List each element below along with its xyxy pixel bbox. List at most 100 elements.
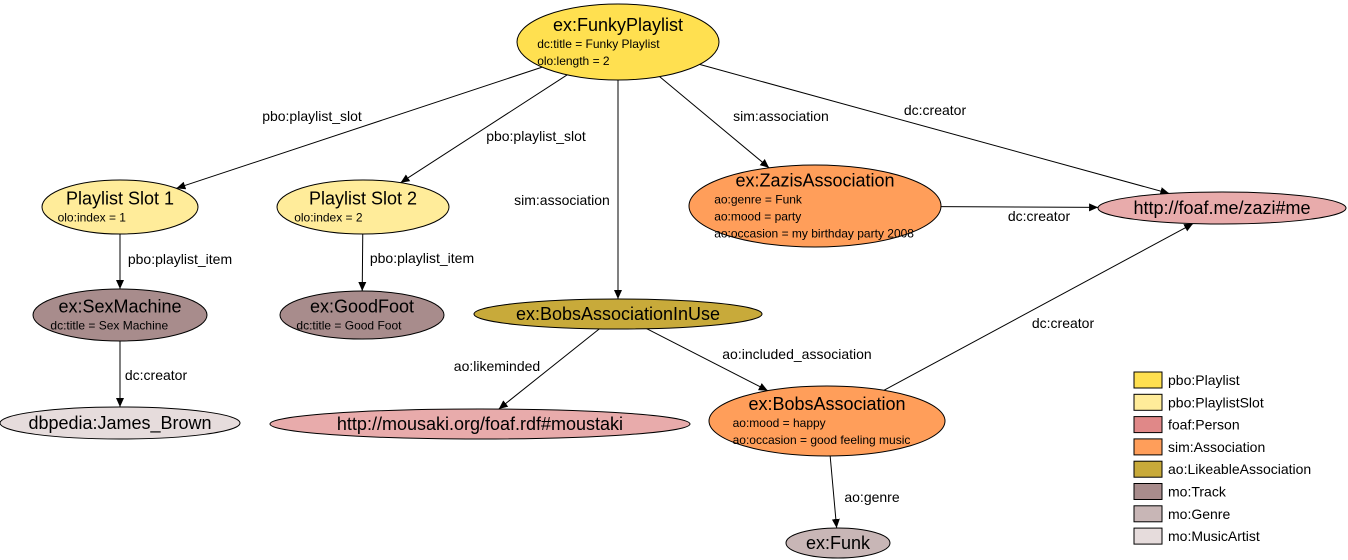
node-bobsinuse: ex:BobsAssociationInUse — [473, 298, 763, 330]
edge-arrow — [400, 74, 568, 184]
legend-swatch — [1133, 483, 1163, 500]
edge-label: ao:included_association — [722, 346, 871, 362]
edge-arrow — [699, 63, 1170, 195]
legend-item-foaf-person: foaf:Person — [1133, 416, 1240, 434]
edge-zazis-to-zazime: dc:creator — [940, 203, 1099, 224]
node-shape — [41, 179, 199, 235]
node-property: dc:title = Good Foot — [296, 319, 402, 333]
legend-label: ao:LikeableAssociation — [1168, 461, 1311, 477]
edge-label: dc:creator — [125, 367, 188, 383]
edge-arrow — [358, 233, 367, 292]
node-property: ao:occasion = my birthday party 2008 — [714, 227, 914, 241]
edge-arrow — [498, 328, 600, 410]
legend-item-ao-likeableassociation: ao:LikeableAssociation — [1133, 460, 1311, 478]
node-property: ao:occasion = good feeling music — [733, 433, 911, 447]
node-shape — [276, 179, 450, 235]
legend-label: mo:Track — [1168, 484, 1227, 500]
edge-label: sim:association — [514, 192, 610, 208]
edge-label: dc:creator — [904, 102, 967, 118]
node-title: ex:Funk — [806, 533, 871, 553]
edge-arrow — [940, 203, 1099, 212]
edge-slot2-to-goodfoot: pbo:playlist_item — [358, 233, 474, 292]
legend-item-pbo-playlist: pbo:Playlist — [1133, 371, 1240, 389]
node-shape — [279, 290, 445, 340]
edge-slot1-to-sexmachine: pbo:playlist_item — [116, 234, 232, 289]
node-bobs: ex:BobsAssociation ao:mood = happy ao:occa… — [708, 385, 946, 457]
node-property: olo:index = 1 — [58, 211, 127, 225]
edge-label: dc:creator — [1032, 315, 1095, 331]
legend-item-mo-musicartist: mo:MusicArtist — [1133, 527, 1260, 545]
edge-arrow — [883, 223, 1194, 391]
node-title: dbpedia:James_Brown — [28, 413, 211, 434]
edge-funky-to-bobsinuse: sim:association — [514, 80, 622, 299]
edge-bobsinuse-to-moustaki: ao:likeminded — [454, 328, 600, 410]
edge-bobsinuse-to-bobs: ao:included_association — [646, 328, 872, 392]
legend-item-pbo-playlistslot: pbo:PlaylistSlot — [1133, 393, 1264, 411]
legend-item-sim-association: sim:Association — [1133, 438, 1265, 456]
node-jamesbrown: dbpedia:James_Brown — [0, 406, 241, 440]
node-funk: ex:Funk — [785, 527, 891, 559]
node-shape — [785, 527, 891, 559]
node-property: dc:title = Funky Playlist — [537, 37, 660, 51]
node-shape — [516, 3, 720, 81]
edge-label: dc:creator — [1008, 208, 1071, 224]
legend-swatch — [1133, 393, 1163, 411]
legend-swatch — [1133, 371, 1163, 389]
node-title: ex:SexMachine — [58, 297, 181, 317]
legend-label: foaf:Person — [1168, 417, 1240, 433]
legend-item-mo-genre: mo:Genre — [1133, 505, 1230, 523]
edge-label: ao:likeminded — [454, 358, 540, 374]
edge-arrow — [176, 66, 543, 190]
node-property: ao:mood = party — [714, 210, 801, 224]
edge-bobs-to-funk: ao:genre — [829, 455, 900, 529]
legend-swatch — [1133, 527, 1163, 545]
node-property: olo:index = 2 — [294, 211, 363, 225]
edge-arrow — [829, 455, 840, 529]
edge-label: pbo:playlist_item — [128, 251, 232, 267]
legend-swatch — [1133, 460, 1163, 478]
node-shape — [32, 288, 208, 342]
node-property: ao:genre = Funk — [714, 193, 803, 207]
node-property: ao:mood = happy — [733, 416, 826, 430]
edge-bobs-to-zazime: dc:creator — [883, 223, 1194, 391]
node-title: ex:BobsAssociation — [748, 394, 905, 414]
legend-label: pbo:Playlist — [1168, 372, 1240, 388]
node-title: ex:BobsAssociationInUse — [516, 304, 720, 324]
legend-label: mo:Genre — [1168, 506, 1230, 522]
edge-funky-to-zazis: sim:association — [659, 76, 829, 169]
node-shape — [688, 164, 942, 248]
node-property: olo:length = 2 — [537, 54, 610, 68]
node-shape — [269, 408, 691, 440]
legend-swatch — [1133, 416, 1163, 434]
node-title: ex:GoodFoot — [310, 297, 414, 317]
edge-label: pbo:playlist_item — [370, 250, 474, 266]
edge-label: pbo:playlist_slot — [262, 108, 362, 124]
edge-label: pbo:playlist_slot — [486, 128, 586, 144]
node-shape — [0, 406, 241, 440]
edge-arrow — [659, 76, 770, 169]
legend-swatch — [1133, 505, 1163, 523]
edge-funky-to-zazime: dc:creator — [699, 63, 1170, 195]
edge-label: sim:association — [733, 108, 829, 124]
legend-swatch — [1133, 438, 1163, 456]
edge-arrow — [646, 328, 769, 392]
edge-label: ao:genre — [844, 489, 899, 505]
node-title: http://mousaki.org/foaf.rdf#moustaki — [337, 414, 623, 434]
node-shape — [473, 298, 763, 330]
legend-item-mo-track: mo:Track — [1133, 483, 1227, 500]
node-slot1: Playlist Slot 1 olo:index = 1 — [41, 179, 199, 235]
node-goodfoot: ex:GoodFoot dc:title = Good Foot — [279, 290, 445, 340]
legend-label: pbo:PlaylistSlot — [1168, 394, 1264, 410]
node-shape — [1097, 191, 1347, 225]
legend: pbo:Playlist pbo:PlaylistSlot foaf:Person s… — [1133, 371, 1311, 545]
node-zazime: http://foaf.me/zazi#me — [1097, 191, 1347, 225]
edge-funky-to-slot2: pbo:playlist_slot — [400, 74, 586, 184]
node-title: Playlist Slot 1 — [66, 189, 174, 209]
node-property: dc:title = Sex Machine — [50, 319, 168, 333]
edge-funky-to-slot1: pbo:playlist_slot — [176, 66, 543, 190]
legend-label: mo:MusicArtist — [1168, 528, 1260, 544]
